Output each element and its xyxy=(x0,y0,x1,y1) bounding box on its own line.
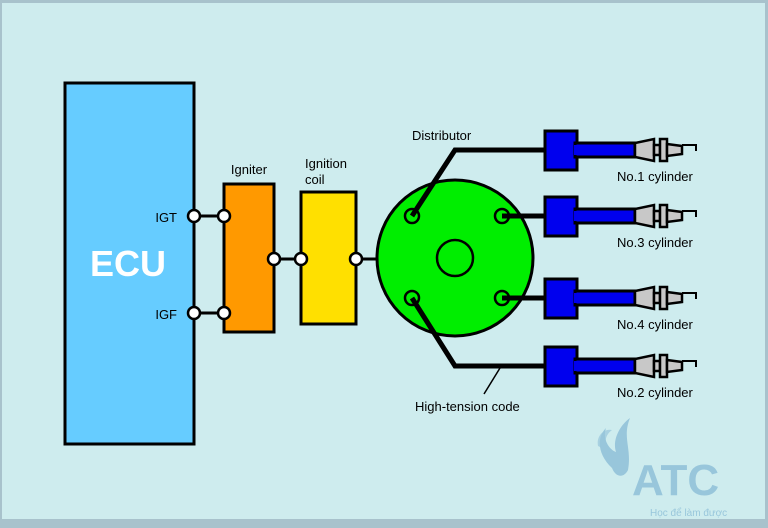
plug-wire-join xyxy=(574,211,578,221)
spark-plug-thread xyxy=(665,142,684,158)
cable-no1 xyxy=(409,147,545,218)
cable-no2 xyxy=(409,296,545,369)
post-no1 xyxy=(403,207,421,225)
plug-wire xyxy=(573,289,637,307)
spark-plug-thread xyxy=(665,208,684,224)
plug-wire-join xyxy=(574,361,578,371)
plug-boot xyxy=(543,129,579,172)
post-no3 xyxy=(493,207,511,225)
spark-plug-thread xyxy=(665,290,684,306)
spark-plug-thread xyxy=(665,358,684,374)
plug-boot xyxy=(543,195,579,238)
igf-terminal xyxy=(186,305,202,321)
cylinder-label: No.3 cylinder xyxy=(617,235,694,250)
ignition-coil-label-line2: coil xyxy=(305,172,325,187)
logo-text: ATC xyxy=(632,456,719,505)
plug-wire-join xyxy=(574,293,578,303)
atc-logo: ATC Học để làm được xyxy=(597,418,727,519)
cylinder-3: No.4 cylinder xyxy=(543,277,697,332)
coil-input-terminal xyxy=(293,251,309,267)
plug-wire xyxy=(573,357,637,375)
flame-icon xyxy=(597,429,612,452)
ecu-block: ECU IGT IGF xyxy=(63,81,196,446)
cylinder-2: No.3 cylinder xyxy=(543,195,697,250)
post-no4 xyxy=(493,289,511,307)
spark-plug-electrode xyxy=(682,210,697,217)
distributor-rotor xyxy=(435,238,475,278)
cylinder-1: No.1 cylinder xyxy=(543,129,697,184)
igt-label: IGT xyxy=(155,210,177,225)
igniter-output-terminal xyxy=(266,251,282,267)
plug-boot xyxy=(543,345,579,388)
plug-wire-join xyxy=(574,145,578,155)
distributor-cap xyxy=(375,178,535,338)
spark-plug-electrode xyxy=(682,144,697,151)
igf-label: IGF xyxy=(155,307,177,322)
igniter-box xyxy=(222,182,276,334)
spark-plug-electrode xyxy=(682,360,697,367)
igniter-igt-terminal xyxy=(216,208,232,224)
ignition-coil-label-line1: Ignition xyxy=(305,156,347,171)
igniter-igf-terminal xyxy=(216,305,232,321)
cylinder-label: No.4 cylinder xyxy=(617,317,694,332)
plug-wire xyxy=(573,207,637,225)
spark-plug-insulator xyxy=(633,137,656,163)
post-no2 xyxy=(403,289,421,307)
igt-terminal xyxy=(186,208,202,224)
cylinder-label: No.2 cylinder xyxy=(617,385,694,400)
distributor-label: Distributor xyxy=(412,128,472,143)
distributor-posts xyxy=(403,207,511,307)
logo-slogan: Học để làm được xyxy=(650,507,727,519)
cylinder-4: No.2 cylinder xyxy=(543,345,697,400)
terminals xyxy=(186,208,364,321)
spark-plug-insulator xyxy=(633,285,656,311)
igniter-label: Igniter xyxy=(231,162,268,177)
igniter-block: Igniter xyxy=(222,162,276,334)
spark-plug-insulator xyxy=(633,203,656,229)
coil-output-terminal xyxy=(348,251,364,267)
high-tension-label: High-tension code xyxy=(415,399,520,414)
ecu-box xyxy=(63,81,196,446)
flame-icon xyxy=(599,418,630,476)
high-tension-leader-line xyxy=(483,367,501,395)
plug-boot xyxy=(543,277,579,320)
ecu-label: ECU xyxy=(90,243,166,284)
spark-plug-insulator xyxy=(633,353,656,379)
ignition-coil-box xyxy=(299,190,358,326)
cylinder-label: No.1 cylinder xyxy=(617,169,694,184)
plug-wire xyxy=(573,141,637,159)
spark-plug-electrode xyxy=(682,292,697,299)
